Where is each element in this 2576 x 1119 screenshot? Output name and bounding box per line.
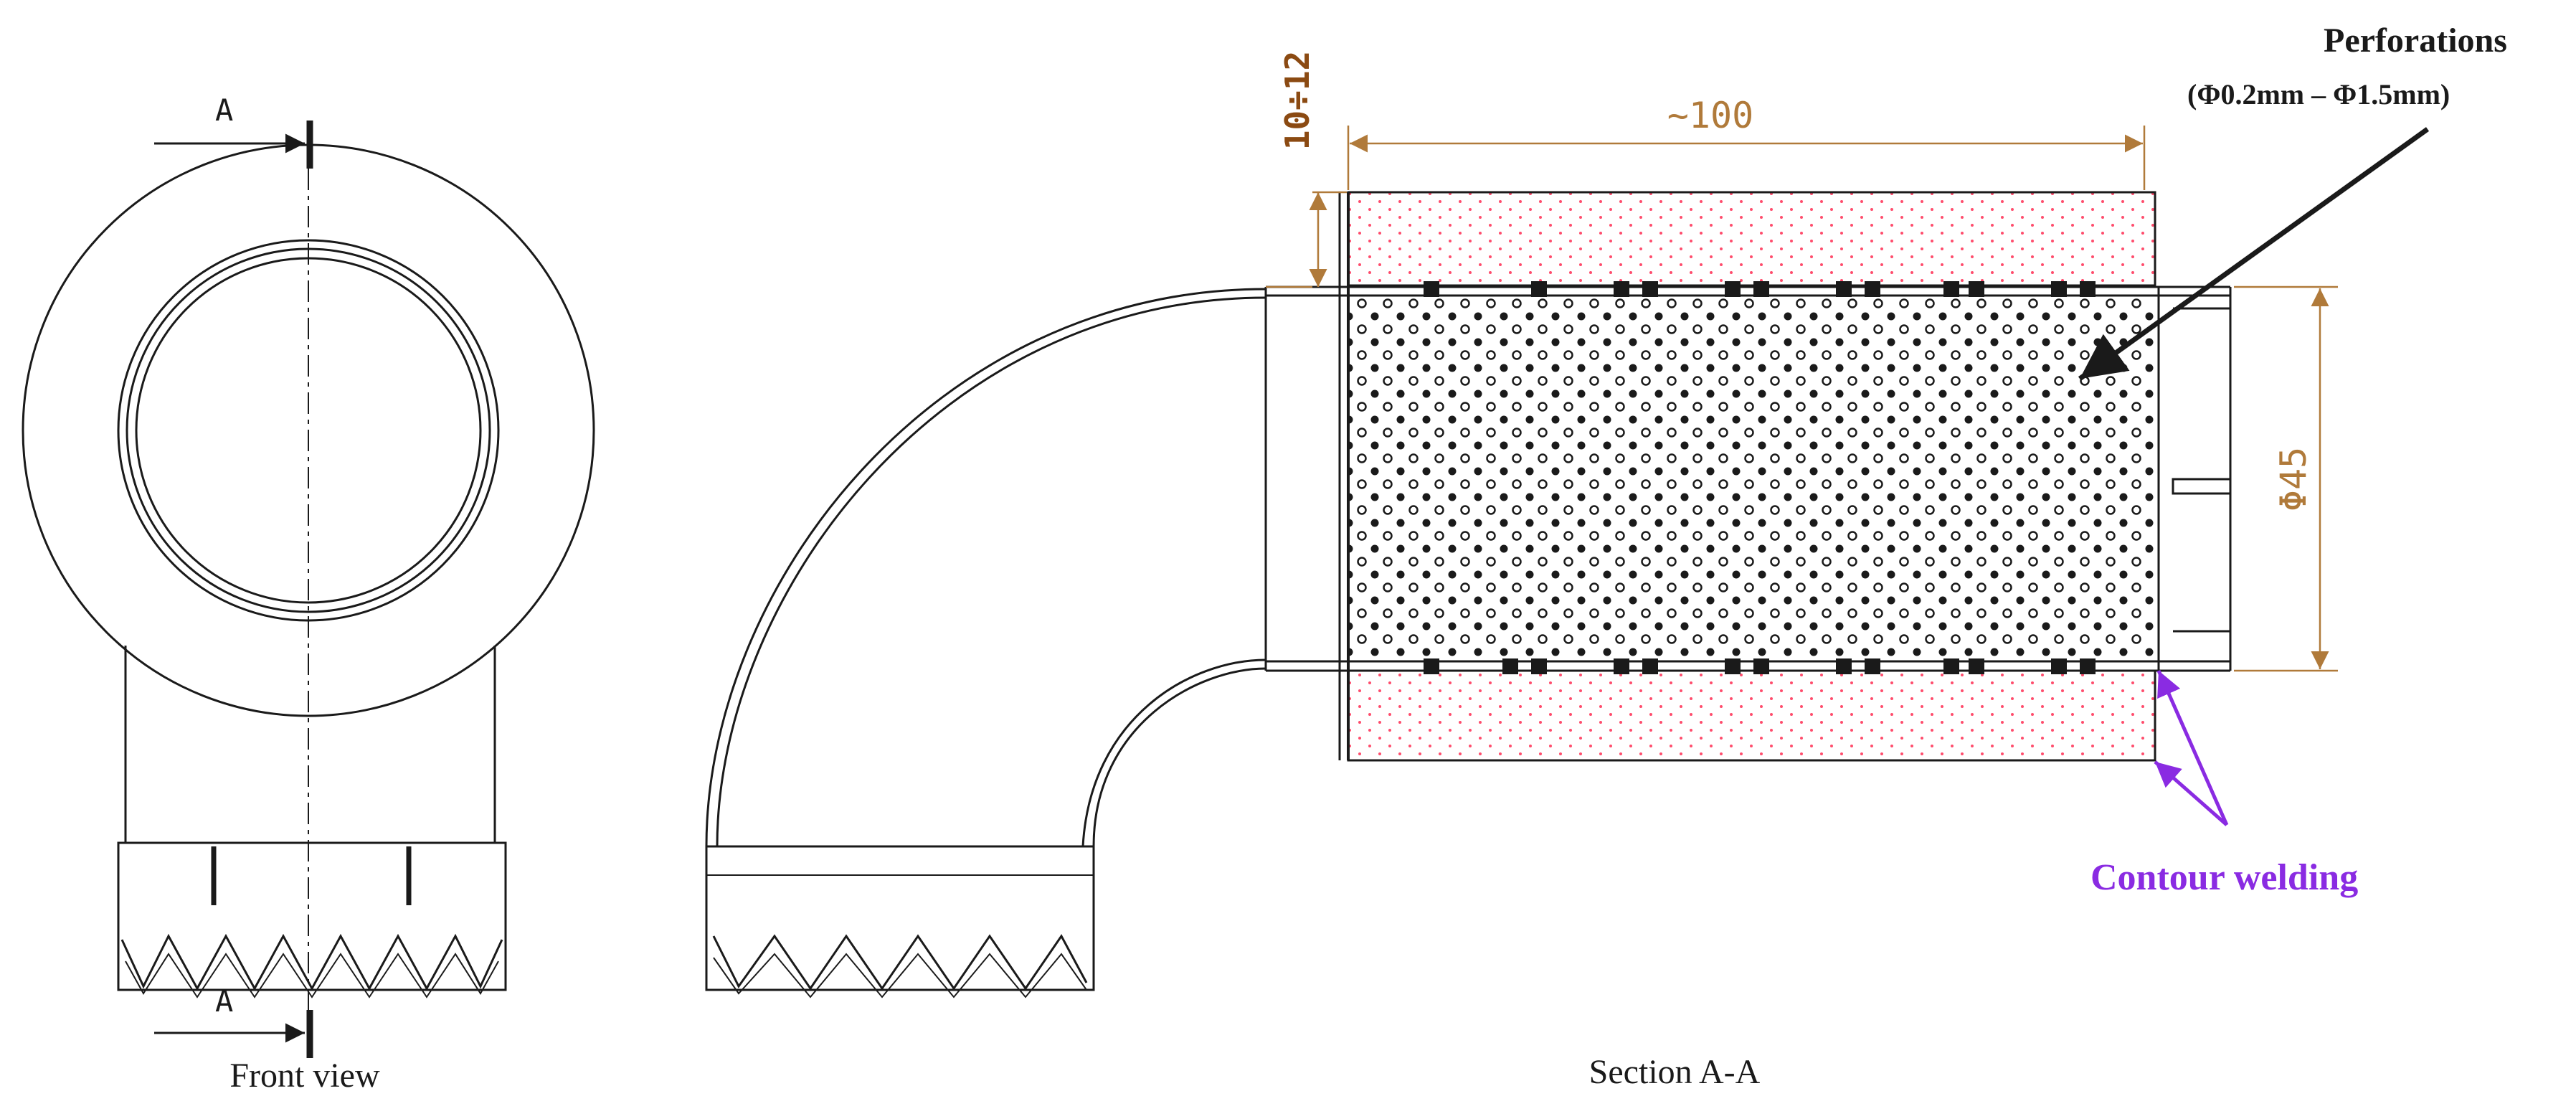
front-nozzle [117,841,507,991]
section-view [705,191,2232,998]
front-view [22,121,595,1058]
perforations-range: (Φ0.2mm – Φ1.5mm) [2187,78,2450,110]
section-nozzle [705,845,1095,991]
front-view-caption: Front view [229,1057,380,1095]
weld-blocks-top [1424,281,2096,297]
weld-leader-2 [2154,760,2228,826]
front-teeth [120,933,503,991]
contour-welding-label: Contour welding [2090,857,2358,898]
weld-blocks-bottom [1424,658,2096,674]
perforations-title: Perforations [2324,22,2507,60]
section-view-caption: Section A-A [1589,1053,1761,1091]
elbow-outer [705,288,1266,847]
section-marker-bottom: A [215,983,233,1019]
dim-length-label: ~100 [1667,95,1753,136]
section-teeth [712,934,1088,991]
jacket-top [1347,191,2156,287]
weld-leader-1 [2156,669,2229,826]
dim-diameter-label: Φ45 [2273,447,2314,511]
dim-gap-label: 10÷12 [1278,51,1317,150]
perforated-tube [1348,298,2155,660]
section-marker-top: A [215,93,233,128]
jacket-bottom [1347,669,2156,762]
elbow-inner [1081,658,1266,847]
dimensions [1266,126,2338,672]
perforations-leader [2078,127,2430,381]
